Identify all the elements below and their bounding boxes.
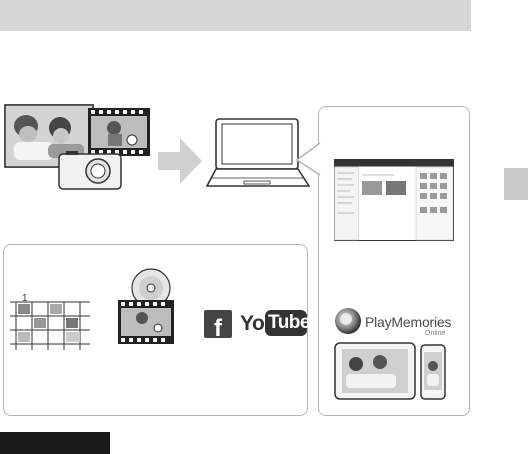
section-label-bar bbox=[0, 432, 110, 454]
speech-tail bbox=[296, 142, 322, 176]
facebook-logo-icon: f bbox=[204, 310, 232, 338]
playmemories-name: PlayMemories bbox=[365, 314, 451, 330]
camera-icon bbox=[58, 150, 122, 190]
film-strip-icon bbox=[88, 108, 150, 156]
playmemories-logo-icon bbox=[334, 306, 362, 336]
tablet-icon bbox=[334, 342, 416, 400]
website-screenshot bbox=[334, 159, 454, 241]
laptop-icon bbox=[206, 118, 310, 190]
svg-text:1: 1 bbox=[22, 293, 28, 304]
playmemories-sub: Online bbox=[425, 330, 445, 337]
disc-icon bbox=[118, 268, 178, 346]
header-bar bbox=[0, 0, 471, 31]
calendar-icon: 1 bbox=[10, 292, 90, 350]
phone-icon bbox=[420, 344, 446, 400]
svg-text:f: f bbox=[214, 315, 223, 338]
youtube-tube: Tube bbox=[268, 312, 310, 334]
side-tab-marker bbox=[504, 168, 528, 200]
arrow-right-icon bbox=[158, 138, 202, 184]
